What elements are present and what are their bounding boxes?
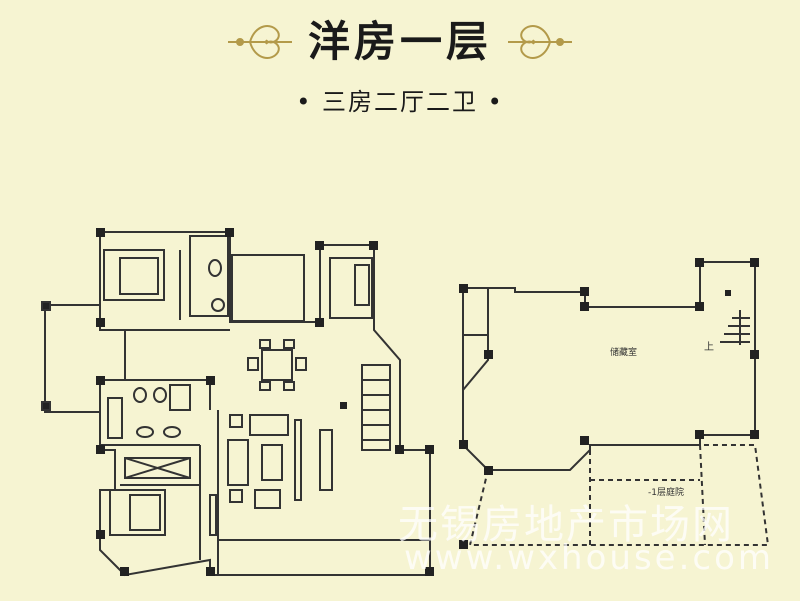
stair-up-label: 上 bbox=[704, 341, 714, 353]
left-plan-columns bbox=[96, 228, 434, 576]
staircase-left bbox=[361, 364, 391, 451]
page-subtitle: • 三房二厅二卫 • bbox=[296, 88, 504, 116]
bathroom-top bbox=[189, 235, 229, 317]
storage-room-label: 储藏室 bbox=[610, 346, 637, 358]
storage-room bbox=[462, 261, 756, 471]
page-title: 洋房一层 bbox=[307, 17, 492, 66]
right-floor-plan: 储藏室 上 -1层庭院 bbox=[459, 258, 770, 549]
bedroom-top bbox=[103, 249, 165, 301]
wardrobe bbox=[124, 457, 191, 479]
dining-table bbox=[247, 339, 307, 391]
kitchen bbox=[329, 257, 373, 319]
right-plan-columns bbox=[459, 258, 759, 549]
terrace bbox=[231, 254, 305, 322]
right-ornament-icon bbox=[508, 25, 572, 59]
left-balcony bbox=[44, 304, 100, 413]
left-floor-plan bbox=[41, 228, 434, 577]
living-sofa-set bbox=[227, 414, 302, 509]
watermark-chinese: 无锡房地产市场网 bbox=[398, 502, 734, 548]
staircase-right bbox=[720, 310, 750, 345]
bathroom-middle bbox=[107, 384, 191, 439]
bedroom-bottom bbox=[109, 489, 166, 536]
watermark-url: www.wxhouse.com bbox=[404, 538, 774, 578]
courtyard-label: -1层庭院 bbox=[648, 486, 684, 498]
left-ornament-icon bbox=[228, 25, 292, 59]
